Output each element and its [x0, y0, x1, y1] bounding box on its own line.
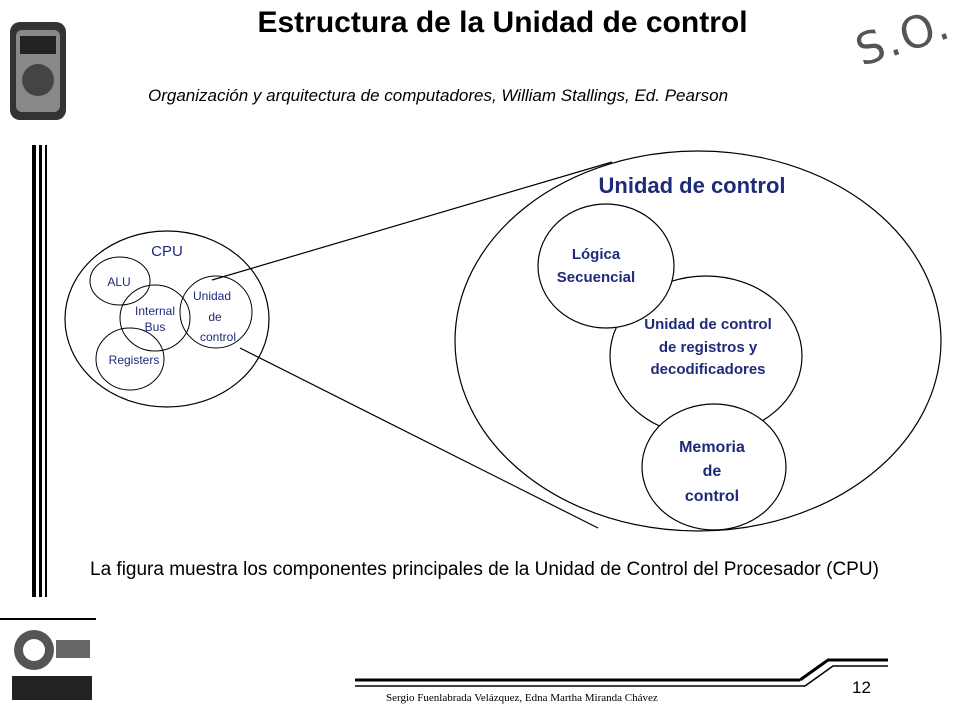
small-control-unit-label-3: control: [200, 330, 236, 344]
detail-title: Unidad de control: [599, 173, 786, 198]
cpu-circle: [64, 230, 270, 408]
control-memory-circle: [641, 403, 787, 531]
figure-caption: La figura muestra los componentes princi…: [90, 559, 879, 580]
cpu-title: CPU: [151, 243, 183, 260]
internal-bus-label-1: Internal: [135, 304, 175, 318]
internal-bus-circle: [119, 284, 191, 352]
small-control-unit-label-2: de: [208, 310, 222, 324]
zoom-line-top: [211, 161, 613, 281]
register-control-label-3: decodificadores: [650, 361, 765, 378]
register-control-label-2: de registros y: [659, 339, 758, 356]
alu-label: ALU: [107, 275, 130, 289]
register-control-label-1: Unidad de control: [644, 316, 772, 333]
small-control-unit-circle: [179, 275, 253, 349]
control-memory-label-3: control: [685, 488, 739, 505]
slide-title: Estructura de la Unidad de control: [257, 6, 748, 39]
ipn-logo: [10, 22, 66, 120]
detail-circle: [454, 150, 942, 532]
control-memory-label-1: Memoria: [679, 439, 745, 456]
zoom-line-bottom: [239, 347, 599, 529]
page-number: 12: [852, 678, 871, 697]
control-memory-label-2: de: [703, 463, 722, 480]
sequential-logic-label-2: Secuencial: [557, 269, 635, 286]
left-decorative-bars: [32, 145, 47, 597]
small-control-unit-label-1: Unidad: [193, 289, 231, 303]
bottom-decorative-lines: [355, 658, 888, 687]
authors-footer: Sergio Fuenlabrada Velázquez, Edna Marth…: [386, 692, 658, 704]
alu-circle: [89, 256, 151, 306]
upiicsa-logo: [0, 618, 96, 700]
internal-bus-label-2: Bus: [145, 320, 166, 334]
slide-subtitle: Organización y arquitectura de computado…: [148, 86, 729, 105]
registers-label: Registers: [109, 353, 160, 367]
sequential-logic-circle: [537, 203, 675, 329]
sequential-logic-label-1: Lógica: [572, 246, 621, 263]
registers-circle: [95, 327, 165, 391]
